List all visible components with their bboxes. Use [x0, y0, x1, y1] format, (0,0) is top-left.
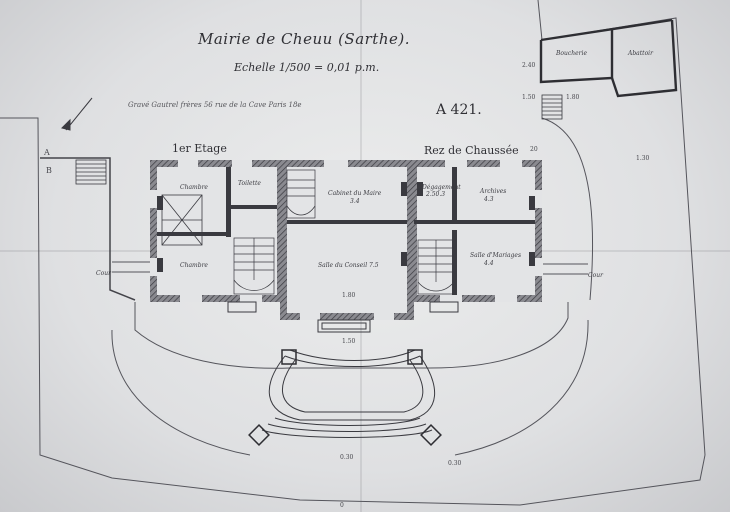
- right-curve-wall: [541, 117, 593, 301]
- dim-180: 1.80: [566, 94, 580, 101]
- site-boundary-right: [537, 0, 706, 456]
- outbuildings: [539, 18, 678, 98]
- dim-0: 0: [340, 502, 344, 509]
- terrace-outline: [134, 302, 569, 369]
- stair-left-wing: [233, 237, 275, 295]
- left-plot-wall: [40, 157, 136, 301]
- label-cour-right: Cour: [588, 272, 603, 279]
- stair-newel-posts: [248, 349, 442, 446]
- dim-20: 20: [530, 146, 538, 153]
- room-chambre-bottom: Chambre: [180, 262, 208, 269]
- fireplaces: [157, 182, 535, 272]
- room-degagement: Dégagement: [422, 184, 461, 191]
- room-cabinet-dim: 3.4: [350, 198, 360, 205]
- main-walls: [150, 160, 542, 320]
- entry-stair-right: [541, 94, 563, 120]
- room-degagement-dim: 2.50.3: [426, 191, 446, 198]
- room-archives: Archives: [480, 188, 507, 195]
- stair-right-wing: [417, 239, 455, 295]
- room-salle-mariages-dim: 4.4: [484, 260, 494, 267]
- section-mark-b: B: [46, 166, 52, 175]
- dim-030-b: 0.30: [448, 460, 462, 467]
- room-cabinet: Cabinet du Maire: [328, 190, 382, 197]
- room-abattoir: Abattoir: [628, 50, 653, 57]
- plan-title: Mairie de Cheuu (Sarthe).: [198, 30, 410, 48]
- window-openings: [150, 160, 542, 320]
- dim-150-a: 1.50: [522, 94, 536, 101]
- dim-130: 1.30: [636, 155, 650, 162]
- room-salle-mariages: Salle d'Mariages: [470, 252, 522, 259]
- site-boundary-left: [0, 117, 706, 506]
- plan-reference: A 421.: [436, 102, 482, 118]
- upper-floor-label: 1er Etage: [172, 142, 227, 155]
- dim-180-b: 1.80: [342, 292, 356, 299]
- plan-scale: Echelle 1/500 = 0,01 p.m.: [234, 61, 380, 74]
- label-cour-left: Cour: [96, 270, 111, 277]
- garden-curve-right: [454, 319, 589, 456]
- garden-curve-left: [111, 329, 251, 456]
- dim-030-a: 0.30: [340, 454, 354, 461]
- section-mark-a: A: [44, 148, 50, 157]
- dim-150-b: 1.50: [342, 338, 356, 345]
- porch-steps: [227, 301, 459, 333]
- room-archives-dim: 4.3: [484, 196, 494, 203]
- room-toilette: Toilette: [238, 180, 261, 187]
- ground-floor-label: Rez de Chaussée: [424, 144, 519, 157]
- room-boucherie: Boucherie: [556, 50, 587, 57]
- engraver-signature: Gravé Gautrel frères 56 rue de la Cave P…: [128, 101, 302, 109]
- dim-240: 2.40: [522, 62, 536, 69]
- room-chambre-top: Chambre: [180, 184, 208, 191]
- closet-crosses: [161, 194, 203, 246]
- entry-stair-left: [75, 159, 107, 185]
- room-salle-conseil: Salle du Conseil 7.5: [318, 262, 379, 269]
- north-arrow: [61, 97, 93, 131]
- internal-walls: [157, 167, 535, 295]
- stair-central: [286, 169, 316, 219]
